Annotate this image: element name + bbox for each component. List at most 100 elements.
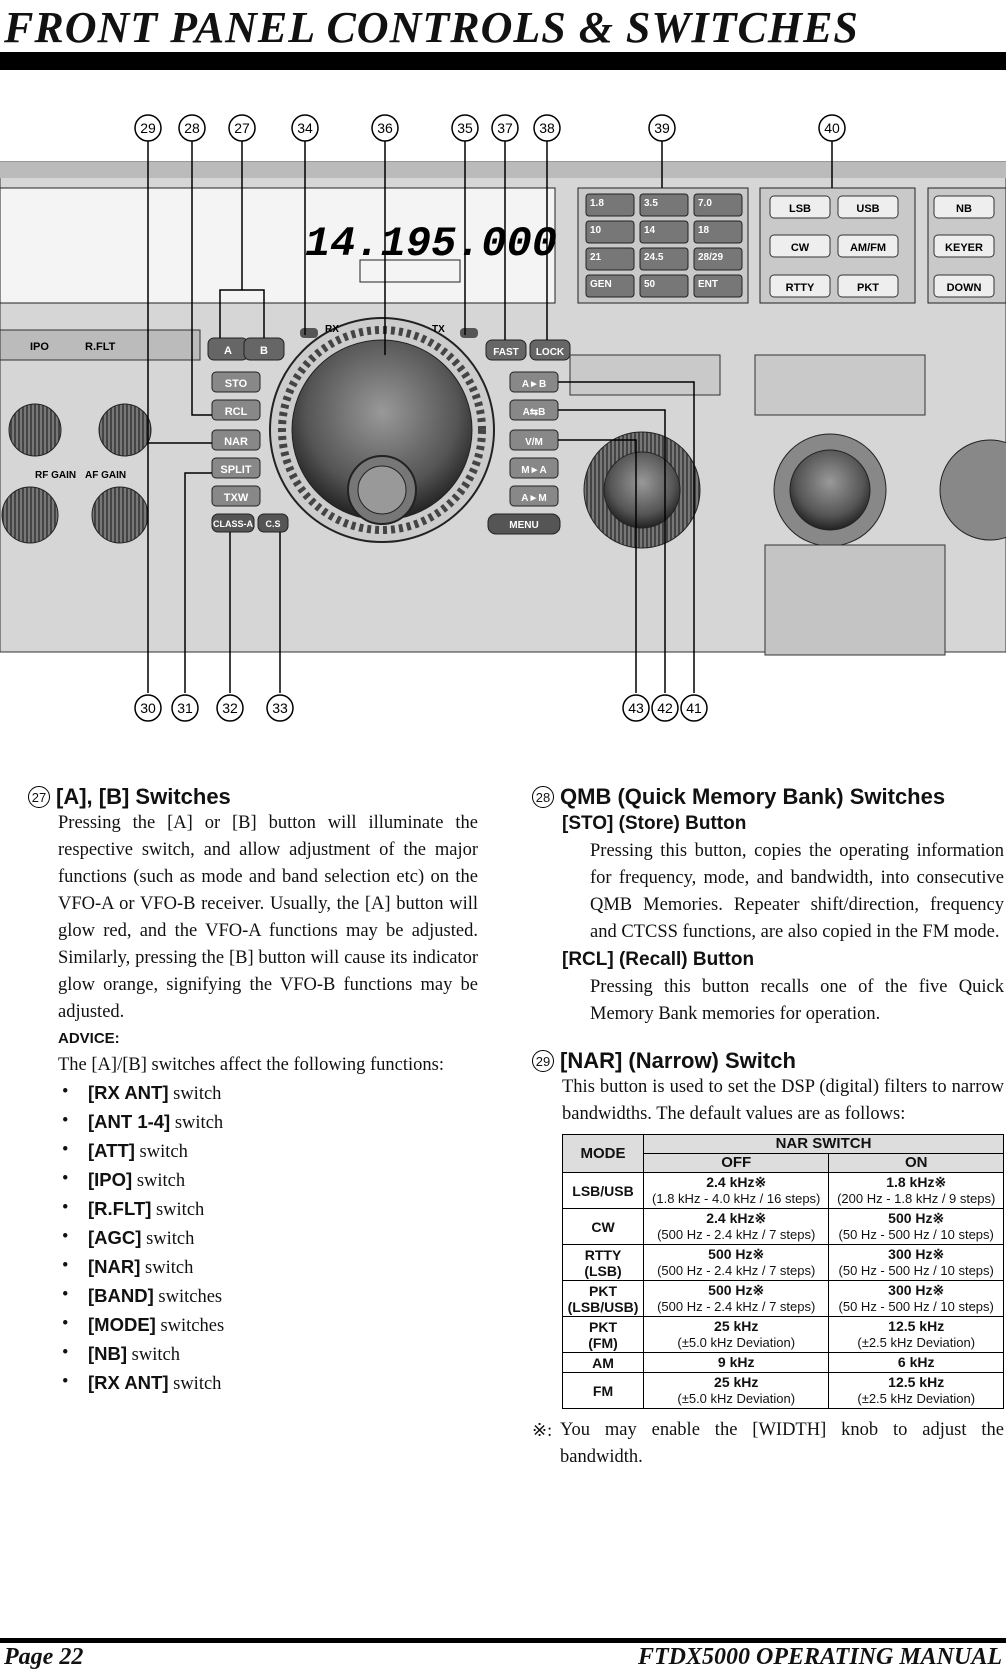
callout-number: 43 [628, 700, 644, 716]
callout-circle [291, 114, 319, 142]
vm-key: V/M [525, 437, 543, 448]
table-note: ※: You may enable the [WIDTH] knob to ad… [532, 1417, 1004, 1471]
mode-cell: LSB/USB [561, 1172, 645, 1209]
item-number: 27 [28, 786, 50, 808]
mode-cell: RTTY(LSB) [561, 1244, 645, 1281]
callout-circle [818, 114, 846, 142]
off-cell: 25 kHz(±5.0 kHz Deviation) [643, 1372, 830, 1409]
on-cell: 500 Hz※(50 Hz - 500 Hz / 10 steps) [828, 1208, 1004, 1245]
down-key: DOWN [947, 282, 982, 294]
menu-key: MENU [509, 520, 538, 531]
mode-buttons: LSB USB CW AM/FM RTTY PKT [769, 195, 899, 298]
b-key: B [260, 345, 268, 357]
table-row: RTTY(LSB)500 Hz※(500 Hz - 2.4 kHz / 7 st… [561, 1244, 1004, 1281]
off-cell: 2.4 kHz※(1.8 kHz - 4.0 kHz / 16 steps) [643, 1172, 830, 1209]
mode-cell: PKT(FM) [561, 1316, 645, 1353]
ipo-label: IPO [30, 341, 49, 353]
callout-number: 37 [497, 120, 513, 136]
callout-circle [622, 694, 650, 722]
nb-key: NB [956, 203, 972, 215]
on-cell: 1.8 kHz※(200 Hz - 1.8 kHz / 9 steps) [828, 1172, 1004, 1209]
callout-circle [451, 114, 479, 142]
mode-cell: CW [561, 1208, 645, 1245]
callout-number: 41 [686, 700, 702, 716]
footer-rule [0, 1638, 1006, 1643]
item-number: 28 [532, 786, 554, 808]
band-key [585, 247, 635, 271]
off-cell: 500 Hz※(500 Hz - 2.4 kHz / 7 steps) [643, 1244, 830, 1281]
afgain-label: AF GAIN [85, 470, 126, 481]
callout-circle [134, 114, 162, 142]
band-key [639, 220, 689, 244]
callout-number: 27 [234, 120, 250, 136]
on-cell: 300 Hz※(50 Hz - 500 Hz / 10 steps) [828, 1280, 1004, 1317]
band-key [639, 274, 689, 298]
title-rule [0, 52, 1006, 70]
mode-cell: PKT(LSB/USB) [561, 1280, 645, 1317]
band-key [585, 220, 635, 244]
callout-number: 31 [177, 700, 193, 716]
section-ab-switches: 27[A], [B] Switches Pressing the [A] or … [28, 784, 478, 1398]
off-cell: 9 kHz [643, 1352, 830, 1373]
display-frequency: 14.195.000 [305, 220, 557, 268]
callout-number: 39 [654, 120, 670, 136]
callout-number: 34 [297, 120, 313, 136]
pkt-key: PKT [857, 282, 879, 294]
band-key-label: 24.5 [644, 252, 664, 263]
on-cell: 6 kHz [828, 1352, 1004, 1373]
split-key: SPLIT [220, 464, 251, 476]
note-mark: ※: [532, 1420, 553, 1440]
cw-key: CW [791, 242, 810, 254]
callout-circle [266, 694, 294, 722]
function-item: [ATT] switch [58, 1137, 478, 1166]
callout-number: 42 [657, 700, 673, 716]
function-item: [RX ANT] switch [58, 1369, 478, 1398]
callout-number: 29 [140, 120, 156, 136]
band-key-label: 3.5 [644, 198, 658, 209]
manual-title: FTDX5000 OPERATING MANUAL [637, 1644, 1002, 1670]
cs-key: C.S [265, 519, 280, 529]
callout-circle [371, 114, 399, 142]
function-item: [MODE] switches [58, 1311, 478, 1340]
class-a-key: CLASS-A [213, 519, 253, 529]
lock-key: LOCK [536, 347, 565, 358]
function-item: [ANT 1-4] switch [58, 1108, 478, 1137]
off-cell: 500 Hz※(500 Hz - 2.4 kHz / 7 steps) [643, 1280, 830, 1317]
function-item: [NAR] switch [58, 1253, 478, 1282]
affected-functions-list: [RX ANT] switch [ANT 1-4] switch[ATT] swi… [28, 1079, 478, 1398]
sto-title: [STO] (Store) Button [562, 813, 747, 834]
band-key [693, 247, 743, 271]
callout-number: 28 [184, 120, 200, 136]
nar-description: This button is used to set the DSP (digi… [562, 1077, 1004, 1124]
sto-text: Pressing this button, copies the operati… [590, 841, 1004, 942]
section-heading-nar: 29[NAR] (Narrow) Switch [532, 1048, 1004, 1074]
function-item: [R.FLT] switch [58, 1195, 478, 1224]
table-row: PKT(LSB/USB)500 Hz※(500 Hz - 2.4 kHz / 7… [561, 1280, 1004, 1317]
callout-circle [171, 694, 199, 722]
ma-key: M►A [521, 465, 546, 476]
callout-circle [533, 114, 561, 142]
band-key [693, 220, 743, 244]
lsb-key: LSB [789, 203, 811, 215]
off-cell: 2.4 kHz※(500 Hz - 2.4 kHz / 7 steps) [643, 1208, 830, 1245]
page-title: FRONT PANEL CONTROLS & SWITCHES [4, 3, 859, 52]
off-cell: 25 kHz(±5.0 kHz Deviation) [643, 1316, 830, 1353]
rfgain-label: RF GAIN [35, 470, 76, 481]
callout-number: 33 [272, 700, 288, 716]
function-item: [AGC] switch [58, 1224, 478, 1253]
amfm-key: AM/FM [850, 242, 886, 254]
section-heading: 27[A], [B] Switches [28, 784, 478, 810]
mode-cell: AM [561, 1352, 645, 1373]
band-key-label: 14 [644, 225, 656, 236]
nar-key: NAR [224, 436, 248, 448]
on-cell: 12.5 kHz(±2.5 kHz Deviation) [828, 1372, 1004, 1409]
swap-key: A⇆B [523, 407, 546, 418]
mode-header: MODE [561, 1134, 645, 1173]
nar-switch-header: NAR SWITCH [643, 1134, 1004, 1154]
